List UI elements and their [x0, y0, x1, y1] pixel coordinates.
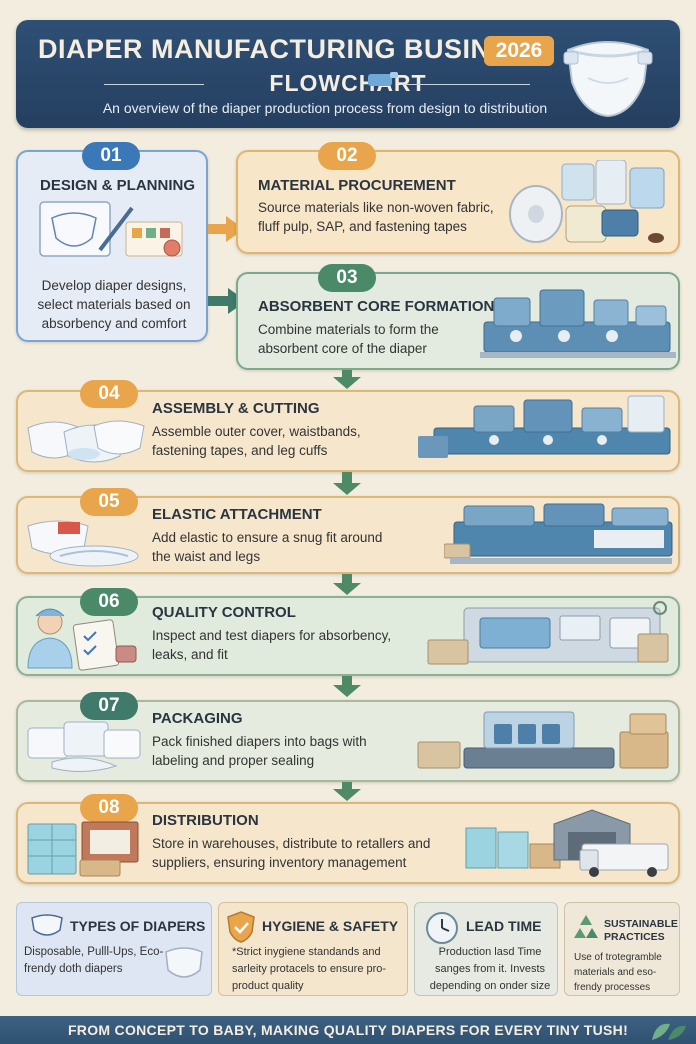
connector-arrow-stem	[342, 782, 352, 790]
footer-banner	[0, 1016, 696, 1044]
step-title: PACKAGING	[152, 710, 243, 727]
step-description: Source materials like non-woven fabric, …	[258, 200, 494, 234]
info-text: *Strict inygiene standands and sarleity …	[232, 946, 387, 992]
step-number-badge: 05	[80, 488, 138, 516]
title-rule-left	[104, 84, 204, 85]
step-number-badge: 04	[80, 380, 138, 408]
step-title: DISTRIBUTION	[152, 812, 259, 829]
leaf-icon	[652, 1023, 686, 1040]
connector-arrow-stem	[342, 574, 352, 584]
connector-arrow-down-icon	[333, 685, 361, 697]
step-number-badge: 08	[80, 794, 138, 822]
warehouse-truck-icon	[465, 809, 669, 877]
info-text: Use of trotegramble materials and eso-fr…	[574, 952, 662, 993]
step-number-badge: 06	[80, 588, 138, 616]
footer-tagline: FROM CONCEPT TO BABY, MAKING QUALITY DIA…	[67, 1022, 629, 1038]
header-banner	[16, 20, 680, 128]
connector-arrow-stem	[208, 296, 230, 306]
info-title: HYGIENE & SAFETY	[262, 918, 399, 934]
clock-icon	[426, 912, 458, 944]
step-description: Add elastic to ensure a snug fit around …	[152, 530, 383, 564]
inspection-machine-icon	[427, 601, 669, 665]
elastic-machine-icon	[444, 503, 673, 564]
connector-arrow-stem	[342, 370, 352, 378]
raw-materials-icon	[509, 160, 665, 243]
assembly-line-icon	[418, 395, 671, 458]
connector-arrow-down-icon	[333, 377, 361, 389]
step-title: QUALITY CONTROL	[152, 604, 296, 621]
diaper-pack-icon	[368, 72, 398, 86]
step-description: Develop diaper designs, select materials…	[37, 278, 191, 331]
core-machine-icon	[480, 289, 676, 358]
step-number-badge: 01	[82, 142, 140, 170]
step-description: Combine materials to form the absorbent …	[258, 322, 439, 356]
connector-arrow-stem	[342, 676, 352, 686]
step-description: Inspect and test diapers for absorbency,…	[152, 628, 392, 662]
connector-arrow-stem	[342, 472, 352, 484]
step-description: Store in warehouses, distribute to retal…	[152, 836, 431, 870]
step-number-badge: 03	[318, 264, 376, 292]
step-description: Assemble outer cover, waistbands, fasten…	[152, 424, 361, 458]
shipment-boxes-icon	[27, 821, 139, 877]
shield-icon	[227, 911, 255, 943]
connector-arrow-down-icon	[333, 583, 361, 595]
diaper-icon	[165, 947, 203, 978]
packaging-machine-icon	[417, 711, 669, 769]
step-description: Pack finished diapers into bags with lab…	[152, 734, 367, 768]
info-title: TYPES OF DIAPERS	[70, 918, 206, 934]
diaper-pile-icon	[27, 721, 141, 773]
step-title: DESIGN & PLANNING	[40, 177, 196, 194]
diaper-icon	[563, 41, 653, 118]
info-title: LEAD TIME	[466, 918, 542, 934]
info-title: SUSTAINABLE PRACTICES	[604, 918, 678, 943]
recycle-icon	[574, 915, 598, 938]
inspector-icon	[27, 608, 137, 671]
step-title: ASSEMBLY & CUTTING	[152, 400, 320, 417]
page-title: DIAPER MANUFACTURING BUSINESS	[38, 34, 547, 64]
diaper-stack-icon	[27, 420, 145, 463]
design-sketch-icon	[39, 201, 183, 257]
year-badge: 2026	[484, 36, 554, 66]
connector-arrow-down-icon	[333, 483, 361, 495]
info-text: Production lasd Time sanges from it. Inv…	[429, 946, 551, 992]
step-title: ABSORBENT CORE FORMATION	[258, 298, 495, 315]
connector-arrow-stem	[208, 224, 228, 234]
step-number-badge: 02	[318, 142, 376, 170]
connector-arrow-down-icon	[333, 789, 361, 801]
step-title: ELASTIC ATTACHMENT	[152, 506, 322, 523]
step-number-badge: 07	[80, 692, 138, 720]
elastic-diaper-icon	[27, 520, 139, 567]
title-rule-right	[400, 84, 530, 85]
page-subtitle: An overview of the diaper production pro…	[102, 100, 548, 116]
page-title-flowchart: FLOWCHART	[269, 70, 427, 96]
info-box-sustainable	[564, 902, 680, 996]
info-text: Disposable, Pulll-Ups, Eco-frendy doth d…	[24, 946, 164, 975]
diaper-icon	[31, 914, 63, 936]
step-title: MATERIAL PROCUREMENT	[258, 177, 456, 194]
